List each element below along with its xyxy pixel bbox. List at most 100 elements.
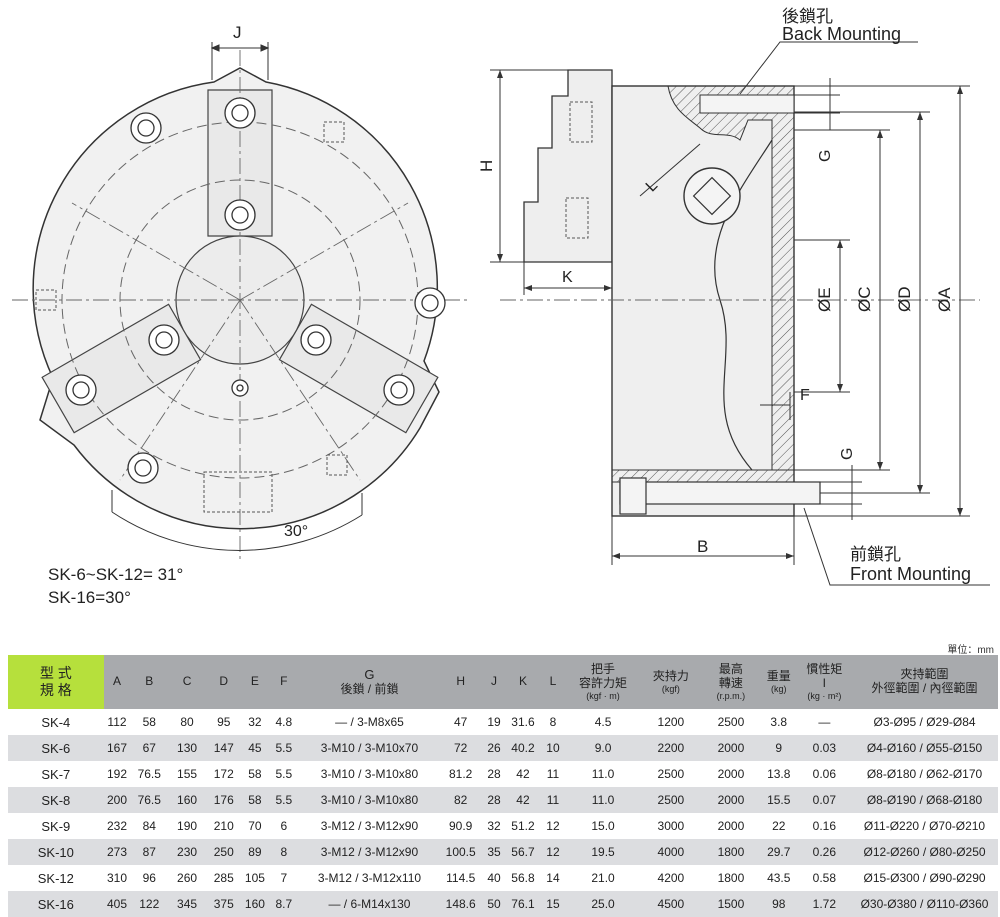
dim-angle (111, 490, 363, 551)
table-cell: 58 (248, 767, 262, 781)
table-cell: 56.7 (506, 839, 540, 865)
col-speed: 最高轉速(r.p.m.) (702, 655, 760, 709)
col-inertia-unit: (kg · m²) (807, 690, 842, 701)
col-clamp-unit: (kgf) (661, 683, 680, 694)
pinion-hex (692, 176, 732, 216)
table-cell: 230 (168, 839, 206, 865)
table-cell: 345 (168, 891, 206, 917)
table-cell: 3-M12 / 3-M12x110 (317, 871, 422, 885)
col-speed-line2: 轉速 (718, 675, 743, 690)
table-cell: 76.1 (506, 891, 540, 917)
table-cell: 0.26 (797, 839, 852, 865)
col-g-line1: G (364, 666, 375, 682)
table-cell: 22 (772, 819, 786, 833)
table-cell: 167 (103, 735, 131, 761)
table-cell: 47 (454, 715, 468, 729)
jaw-hidden-details (565, 101, 593, 239)
table-cell: 15.0 (591, 819, 615, 833)
col-torque-line2: 容許力矩 (579, 675, 628, 690)
jaw-profile (523, 69, 613, 263)
center-lines (12, 50, 470, 560)
table-cell: 42 (506, 787, 540, 813)
table-cell: 0.07 (797, 787, 852, 813)
angle-note-line2: SK-16=30° (48, 588, 131, 607)
table-cell: 9 (759, 735, 798, 761)
table-cell: 11 (546, 767, 560, 781)
table-cell: 100.5 (439, 839, 482, 865)
table-cell: 0.06 (812, 767, 837, 781)
col-model-line2: 規 格 (39, 682, 72, 698)
col-j: J (481, 655, 507, 709)
front-mount-en: Front Mounting (850, 564, 971, 584)
table-cell: — / 3-M8x65 (335, 715, 404, 729)
table-cell: 11.0 (566, 787, 640, 813)
table-cell: 8 (268, 839, 300, 865)
table-cell: 98 (759, 891, 798, 917)
table-cell: 56.8 (511, 871, 535, 885)
dim-c-label: ØC (855, 287, 874, 313)
col-speed-line1: 最高 (718, 662, 743, 677)
back-mount-cn: 後鎖孔 (782, 7, 833, 26)
table-cell: 32 (248, 715, 262, 729)
table-cell: 15.5 (759, 787, 798, 813)
col-inertia-line2: I (822, 675, 827, 690)
col-model-line1: 型 式 (39, 664, 72, 681)
table-cell: 76.5 (130, 787, 169, 813)
col-speed-unit: (r.p.m.) (716, 690, 746, 701)
col-weight-unit: (kg) (771, 683, 787, 694)
table-cell: 82 (439, 787, 482, 813)
table-cell: 28 (487, 767, 501, 781)
front-mount-bolt-head (619, 477, 647, 515)
table-cell: 3-M10 / 3-M10x80 (320, 767, 419, 781)
col-e: E (241, 655, 269, 709)
table-cell: Ø8-Ø180 / Ø62-Ø170 (866, 767, 983, 781)
col-a: A (103, 655, 131, 709)
table-cell: 1.72 (797, 891, 852, 917)
table-cell: 105 (244, 871, 265, 885)
table-cell: 2000 (717, 819, 745, 833)
table-cell: Ø30-Ø380 / Ø110-Ø360 (851, 891, 998, 917)
table-cell: 260 (177, 871, 198, 885)
table-cell: 45 (241, 735, 269, 761)
table-cell: 2500 (639, 787, 703, 813)
table-cell: 21.0 (591, 871, 615, 885)
dim-k-label: K (562, 269, 573, 286)
table-cell: 32 (487, 819, 501, 833)
table-cell: 90.9 (449, 819, 473, 833)
table-cell: 13.8 (767, 767, 791, 781)
table-cell: 67 (130, 735, 169, 761)
col-inertia-line1: 慣性矩 (806, 662, 843, 677)
table-cell: 5.5 (268, 735, 300, 761)
col-range-line1: 夾持範圍 (900, 667, 949, 682)
dim-g-bottom-label: G (839, 448, 856, 460)
table-cell: 0.58 (812, 871, 837, 885)
table-cell: 1500 (702, 891, 760, 917)
side-dimensions (490, 41, 990, 586)
model-cell: SK-9 (41, 818, 71, 834)
table-cell: 89 (241, 839, 269, 865)
table-cell: 122 (130, 891, 169, 917)
unit-note: 單位：mm (947, 645, 994, 656)
table-cell: 250 (205, 839, 242, 865)
table-cell: 2000 (717, 767, 745, 781)
dim-a-label: ØA (935, 287, 954, 312)
col-g-line2: 後鎖 / 前鎖 (340, 681, 399, 696)
col-f: F (268, 655, 300, 709)
model-cell: SK-7 (41, 766, 71, 782)
table-cell: 3-M12 / 3-M12x90 (299, 839, 440, 865)
table-cell: Ø4-Ø160 / Ø55-Ø150 (851, 735, 998, 761)
table-cell: 192 (106, 767, 128, 781)
table-cell: 2500 (717, 715, 745, 729)
table-cell: 40.2 (506, 735, 540, 761)
col-b: B (130, 655, 169, 709)
model-cell: SK-16 (8, 891, 104, 917)
col-range: 夾持範圍外徑範圍 / 內徑範圍 (851, 655, 998, 709)
table-cell: 95 (217, 715, 231, 729)
table-cell: Ø11-Ø220 / Ø70-Ø210 (863, 819, 986, 833)
